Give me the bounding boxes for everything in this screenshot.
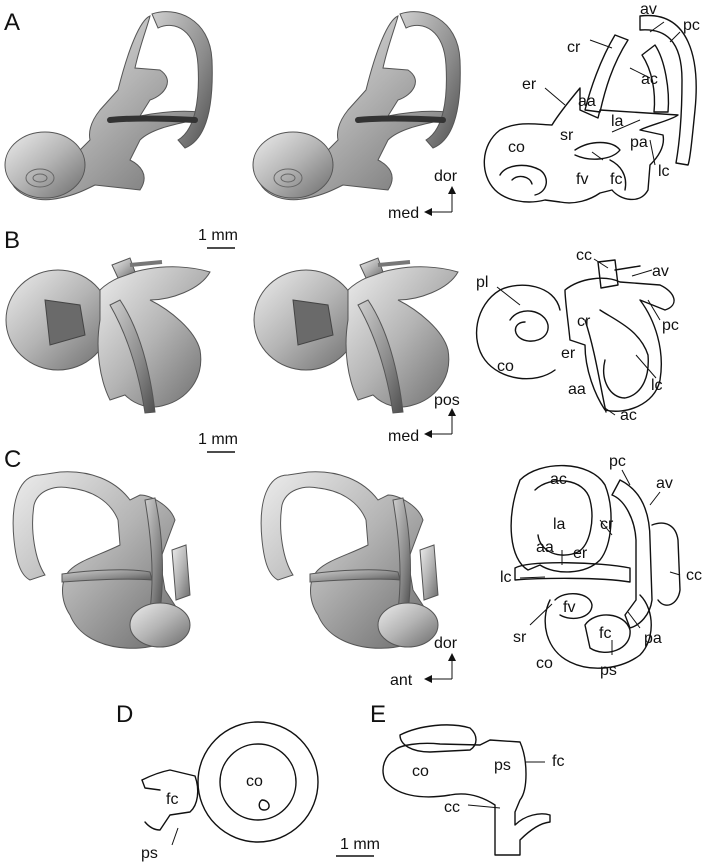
term-c-lc: lc bbox=[500, 569, 512, 586]
term-a-fc: fc bbox=[610, 171, 622, 188]
term-e-ps: ps bbox=[494, 757, 511, 774]
term-e-cc: cc bbox=[444, 799, 460, 816]
term-b-cr: cr bbox=[577, 313, 591, 330]
term-c-aa: aa bbox=[536, 539, 554, 556]
panel-a: A bbox=[4, 1, 700, 222]
panel-e-line-drawing bbox=[382, 724, 551, 856]
scale-bar-a-label: 1 mm bbox=[198, 227, 238, 244]
scale-bar-b-label: 1 mm bbox=[198, 431, 238, 448]
term-a-sr: sr bbox=[560, 127, 574, 144]
term-a-la: la bbox=[611, 113, 624, 130]
orientation-c bbox=[424, 653, 456, 683]
term-c-co: co bbox=[536, 655, 553, 672]
panel-label-a: A bbox=[4, 9, 20, 36]
term-b-er: er bbox=[561, 345, 576, 362]
term-b-av: av bbox=[652, 263, 669, 280]
term-c-ac: ac bbox=[550, 471, 567, 488]
term-d-co: co bbox=[246, 773, 263, 790]
panel-b-render-right bbox=[253, 257, 459, 414]
axis-c-horizontal: ant bbox=[390, 672, 413, 689]
term-c-av: av bbox=[656, 475, 673, 492]
term-b-pc: pc bbox=[662, 317, 679, 334]
term-c-er: er bbox=[573, 545, 588, 562]
panel-d: D co fc ps bbox=[116, 701, 319, 862]
axis-a-horizontal: med bbox=[388, 205, 419, 222]
term-a-pa: pa bbox=[630, 134, 648, 151]
panel-c-render-right bbox=[260, 471, 439, 649]
panel-c-line-drawing bbox=[510, 464, 681, 669]
term-a-co: co bbox=[508, 139, 525, 156]
term-a-aa: aa bbox=[578, 93, 596, 110]
term-b-lc: lc bbox=[651, 377, 663, 394]
panel-label-b: B bbox=[4, 227, 20, 254]
panel-e: E co ps fc cc 1 mm bbox=[336, 701, 564, 857]
panel-label-e: E bbox=[370, 701, 386, 728]
axis-a-vertical: dor bbox=[434, 168, 458, 185]
axis-c-vertical: dor bbox=[434, 635, 458, 652]
term-a-er: er bbox=[522, 76, 537, 93]
panel-a-render-left bbox=[4, 11, 213, 201]
term-b-aa: aa bbox=[568, 381, 586, 398]
orientation-a bbox=[424, 186, 456, 216]
term-a-av: av bbox=[640, 1, 657, 18]
axis-b-horizontal: med bbox=[388, 428, 419, 445]
term-a-ac: ac bbox=[641, 71, 658, 88]
panel-label-c: C bbox=[4, 446, 21, 473]
term-c-la: la bbox=[553, 516, 566, 533]
term-c-fc: fc bbox=[599, 625, 611, 642]
panel-b: B 1 mm bbox=[4, 227, 679, 445]
panel-b-line-drawing bbox=[475, 258, 675, 416]
term-a-pc: pc bbox=[683, 17, 700, 34]
term-c-cc: cc bbox=[686, 567, 702, 584]
term-c-pa: pa bbox=[644, 630, 662, 647]
term-a-fv: fv bbox=[576, 171, 588, 188]
term-d-fc: fc bbox=[166, 791, 178, 808]
term-c-ps: ps bbox=[600, 662, 617, 679]
term-d-ps: ps bbox=[141, 845, 158, 862]
panel-c-render-left bbox=[12, 471, 191, 649]
panel-label-d: D bbox=[116, 701, 133, 728]
term-b-cc: cc bbox=[576, 247, 592, 264]
axis-b-vertical: pos bbox=[434, 392, 460, 409]
term-b-pl: pl bbox=[476, 274, 488, 291]
panel-a-line-drawing bbox=[483, 14, 697, 204]
term-e-co: co bbox=[412, 763, 429, 780]
panel-d-line-drawing bbox=[141, 721, 319, 846]
term-b-co: co bbox=[497, 358, 514, 375]
panel-a-render-right bbox=[252, 11, 461, 201]
term-c-cr: cr bbox=[600, 516, 614, 533]
term-a-cr: cr bbox=[567, 39, 581, 56]
term-c-sr: sr bbox=[513, 629, 527, 646]
term-e-fc: fc bbox=[552, 753, 564, 770]
term-b-ac: ac bbox=[620, 407, 637, 424]
term-a-lc: lc bbox=[658, 163, 670, 180]
panel-c: C 1 mm bbox=[4, 431, 702, 689]
scale-bar-c-label: 1 mm bbox=[340, 836, 380, 853]
panel-b-render-left bbox=[5, 257, 211, 414]
orientation-b bbox=[424, 408, 456, 438]
term-c-fv: fv bbox=[563, 599, 575, 616]
term-c-pc: pc bbox=[609, 453, 626, 470]
